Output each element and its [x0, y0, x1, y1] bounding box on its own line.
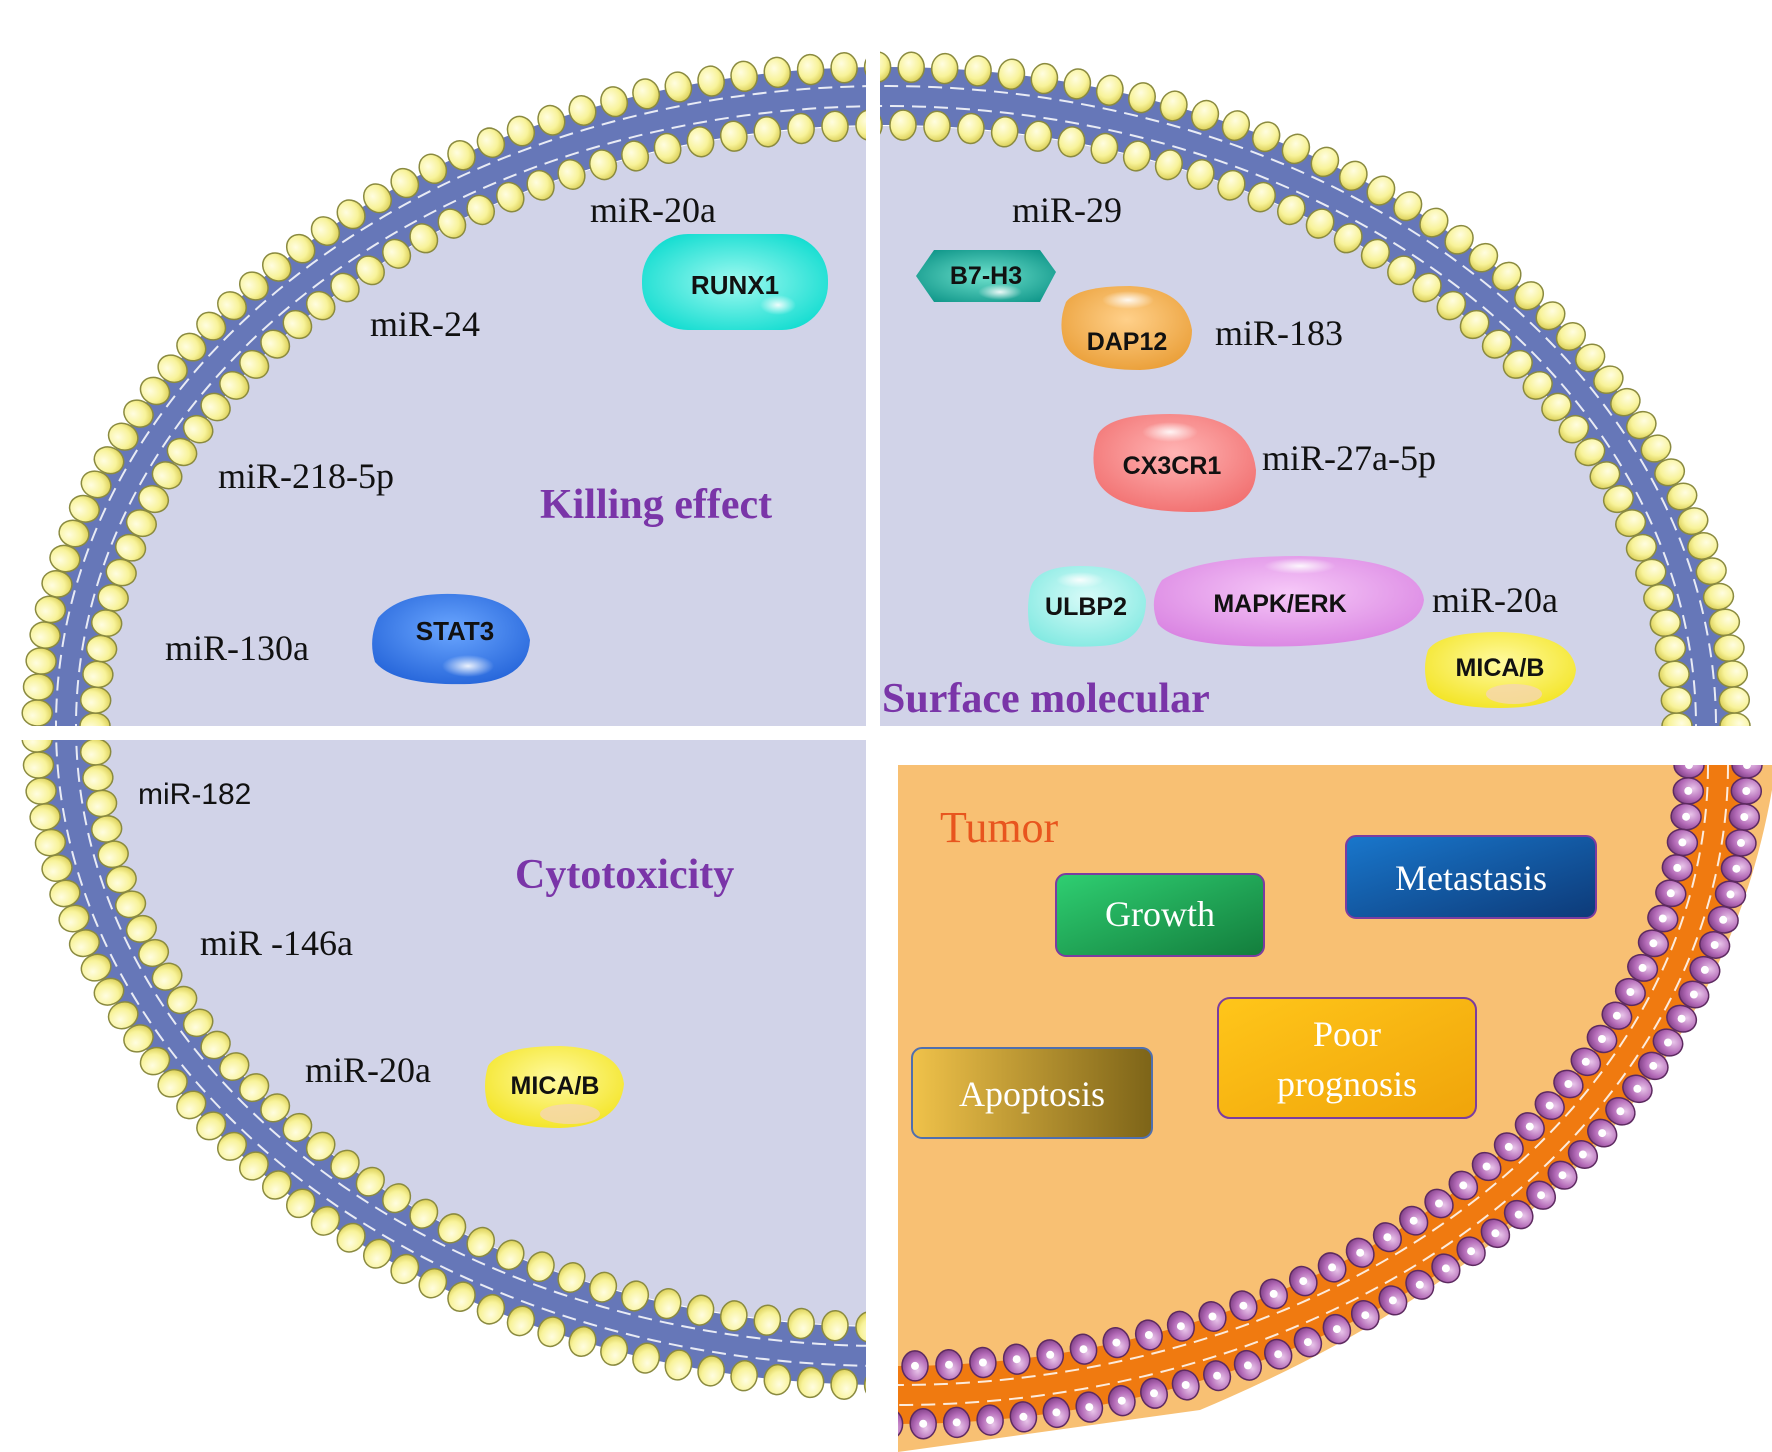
killing-effect-panel: miR-20a miR-24 miR-218-5p miR-130a Killi… — [165, 190, 828, 685]
protein-blob-icon: RUNX1 — [642, 234, 828, 330]
protein-blob-icon: ULBP2 — [1028, 566, 1146, 647]
lipid-bilayer-icon — [21, 740, 866, 1401]
mirna-label: miR-20a — [590, 190, 716, 230]
protein-label: STAT3 — [416, 616, 494, 646]
section-title: Cytotoxicity — [515, 852, 734, 898]
lipid-bilayer-icon — [21, 51, 866, 726]
protein-label: MICA/B — [1456, 654, 1545, 682]
outcome-metastasis: Metastasis — [1345, 835, 1597, 919]
protein-blob-icon: MICA/B — [1425, 632, 1576, 708]
mirna-label: miR-29 — [1012, 190, 1122, 230]
cytotoxicity-panel: miR-182 miR -146a miR-20a Cytotoxicity M… — [138, 778, 734, 1128]
cell-interior — [96, 740, 866, 1326]
mirna-label: miR-130a — [165, 628, 309, 668]
tumor-title: Tumor — [940, 803, 1059, 852]
protein-label: ULBP2 — [1045, 593, 1127, 621]
outcome-label: Apoptosis — [959, 1074, 1105, 1114]
protein-blob-icon: MAPK/ERK — [1153, 556, 1424, 647]
mirna-label: miR-20a — [305, 1050, 431, 1090]
divider-vertical-top — [866, 0, 880, 726]
protein-blob-icon: CX3CR1 — [1093, 414, 1256, 512]
protein-label: B7-H3 — [950, 262, 1022, 290]
outcome-growth: Growth — [1055, 873, 1265, 957]
divider-horizontal-left — [0, 726, 880, 740]
mirna-label: miR-182 — [138, 778, 251, 811]
lipid-bilayer-icon — [898, 765, 1763, 1440]
mirna-label: miR-27a-5p — [1262, 438, 1436, 478]
mirna-label: miR-24 — [370, 304, 480, 344]
section-title: Killing effect — [540, 482, 772, 528]
bottom-left-quadrant — [21, 740, 866, 1401]
protein-blob-icon: MICA/B — [485, 1046, 624, 1128]
lipid-bilayer-icon — [880, 51, 1751, 726]
protein-blob-icon: DAP12 — [1061, 286, 1192, 370]
divider-vertical-bottom — [866, 740, 898, 1452]
outcome-label: Growth — [1105, 894, 1215, 934]
protein-label: DAP12 — [1087, 328, 1168, 356]
protein-blob-icon: B7-H3 — [916, 250, 1056, 302]
protein-label: MAPK/ERK — [1213, 590, 1346, 618]
section-title: Surface molecular — [882, 676, 1210, 722]
outcome-label: Metastasis — [1395, 858, 1547, 898]
divider-horizontal-right — [880, 726, 1772, 765]
protein-label: RUNX1 — [691, 270, 779, 300]
mirna-label: miR -146a — [200, 923, 353, 963]
mirna-label: miR-218-5p — [218, 456, 394, 496]
outcome-apoptosis: Apoptosis — [911, 1047, 1153, 1139]
protein-label: CX3CR1 — [1123, 452, 1222, 480]
mirna-label: miR-183 — [1215, 313, 1343, 353]
protein-blob-icon: STAT3 — [372, 593, 530, 685]
surface-molecular-panel: miR-29 miR-183 miR-27a-5p miR-20a Surfac… — [882, 190, 1576, 722]
mirna-label: miR-20a — [1432, 580, 1558, 620]
protein-label: MICA/B — [511, 1072, 600, 1100]
